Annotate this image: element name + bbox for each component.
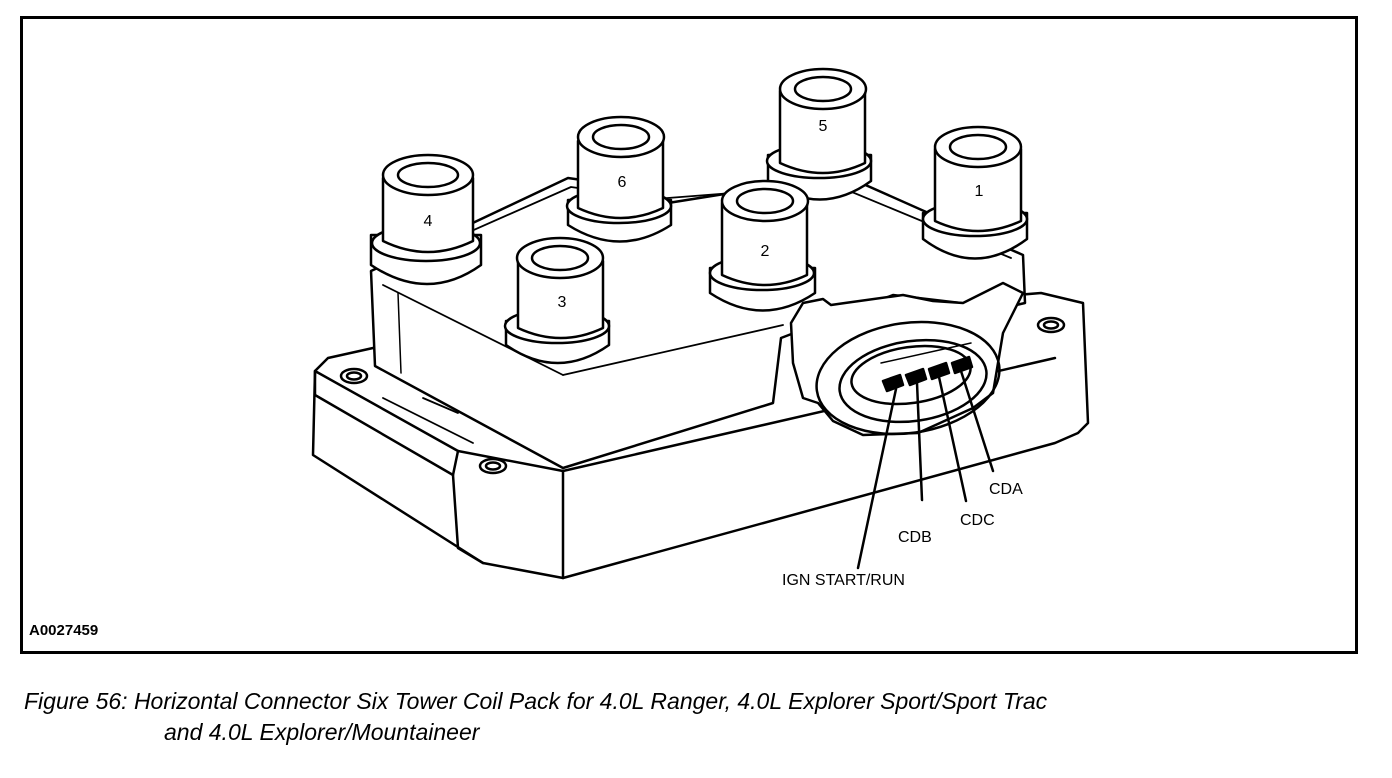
pin-label-cdc: CDC bbox=[960, 512, 995, 529]
tower-label-2: 2 bbox=[761, 243, 770, 260]
tower-label-6: 6 bbox=[618, 174, 627, 191]
tower-6 bbox=[565, 115, 673, 243]
tower-label-5: 5 bbox=[819, 118, 828, 135]
tower-4 bbox=[369, 153, 483, 286]
tower-label-1: 1 bbox=[975, 183, 984, 200]
tower-label-3: 3 bbox=[558, 294, 567, 311]
pin-label-cda: CDA bbox=[989, 481, 1023, 498]
pin-label-cdb: CDB bbox=[898, 529, 932, 546]
tower-label-4: 4 bbox=[424, 213, 433, 230]
figure-id-code: A0027459 bbox=[29, 622, 99, 639]
caption-line-1: Figure 56: Horizontal Connector Six Towe… bbox=[24, 688, 1048, 714]
connector-housing bbox=[789, 281, 1025, 437]
tower-1 bbox=[921, 125, 1029, 260]
tower-5 bbox=[765, 67, 873, 201]
figure-caption: Figure 56: Horizontal Connector Six Towe… bbox=[24, 686, 1374, 748]
pin-label-ign: IGN START/RUN bbox=[782, 572, 905, 589]
tower-3 bbox=[503, 236, 611, 365]
caption-line-2: and 4.0L Explorer/Mountaineer bbox=[164, 719, 480, 745]
coil-pack-diagram: 4 6 5 1 3 2 CDA CDC CDB IGN START/RUN bbox=[311, 67, 1090, 589]
tower-2 bbox=[708, 179, 817, 312]
figure-frame: 4 6 5 1 3 2 CDA CDC CDB IGN START/RUN A0… bbox=[20, 16, 1358, 654]
